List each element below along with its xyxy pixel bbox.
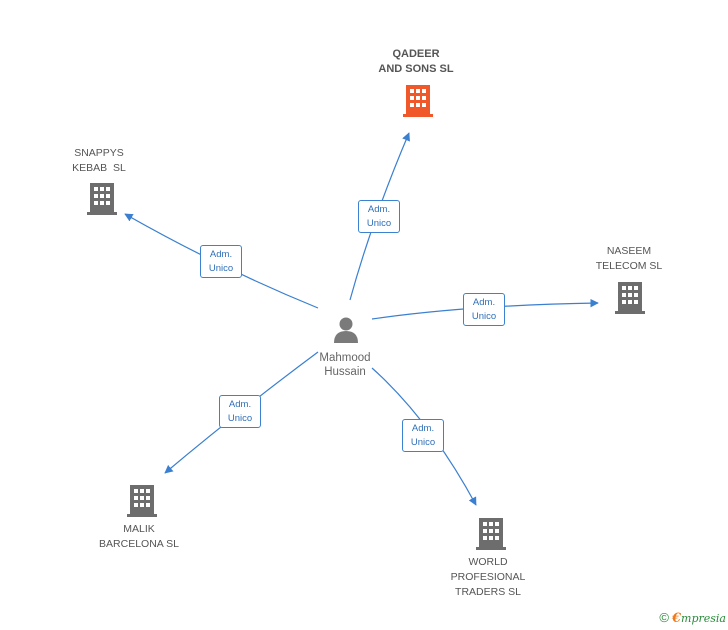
company-name-line: QADEER (392, 48, 440, 60)
company-name-line: AND SONS SL (378, 63, 454, 75)
role-line: Unico (410, 437, 436, 448)
building-icon-naseem[interactable] (615, 282, 645, 314)
copyright-icon: © (659, 610, 669, 625)
role-line: Adm. (367, 204, 391, 215)
company-name-line: KEBAB SL (72, 162, 126, 174)
person-name-line: Mahmood (319, 352, 371, 364)
role-badge-malik[interactable]: Adm. Unico (219, 395, 261, 428)
building-icon-world[interactable] (476, 518, 506, 550)
company-name-line: WORLD (468, 556, 508, 568)
role-line: Adm. (228, 399, 252, 410)
person-name[interactable]: Mahmood Hussain (300, 351, 390, 379)
role-line: Adm. (209, 249, 233, 260)
company-label-malik[interactable]: MALIK BARCELONA SL (89, 522, 189, 552)
role-badge-naseem[interactable]: Adm. Unico (463, 293, 505, 326)
brand-logo-text: mpresia (681, 612, 726, 625)
role-line: Unico (471, 311, 497, 322)
company-name-line: SNAPPYS (74, 147, 124, 159)
company-name-line: BARCELONA SL (99, 538, 179, 550)
building-icon-snappys[interactable] (87, 183, 117, 215)
person-name-line: Hussain (324, 366, 366, 378)
company-label-snappys[interactable]: SNAPPYS KEBAB SL (49, 146, 149, 176)
company-label-world[interactable]: WORLD PROFESIONAL TRADERS SL (438, 555, 538, 600)
company-name-line: TRADERS SL (455, 586, 521, 598)
company-label-qadeer[interactable]: QADEER AND SONS SL (366, 47, 466, 77)
company-name-line: PROFESIONAL (450, 571, 526, 583)
role-line: Adm. (411, 423, 435, 434)
role-badge-world[interactable]: Adm. Unico (402, 419, 444, 452)
role-line: Adm. (472, 297, 496, 308)
role-line: Unico (227, 413, 253, 424)
company-name-line: MALIK (123, 523, 155, 535)
company-name-line: TELECOM SL (595, 260, 663, 272)
role-badge-qadeer[interactable]: Adm. Unico (358, 200, 400, 233)
role-badge-snappys[interactable]: Adm. Unico (200, 245, 242, 278)
brand-logo-initial: € (671, 611, 682, 626)
company-name-line: NASEEM (606, 245, 652, 257)
brand-footer[interactable]: ©€mpresia (659, 610, 726, 626)
building-icon-malik[interactable] (127, 485, 157, 517)
role-line: Unico (208, 263, 234, 274)
building-icon-qadeer[interactable] (403, 85, 433, 117)
person-icon[interactable] (334, 317, 358, 344)
company-label-naseem[interactable]: NASEEM TELECOM SL (579, 244, 679, 274)
role-line: Unico (366, 218, 392, 229)
